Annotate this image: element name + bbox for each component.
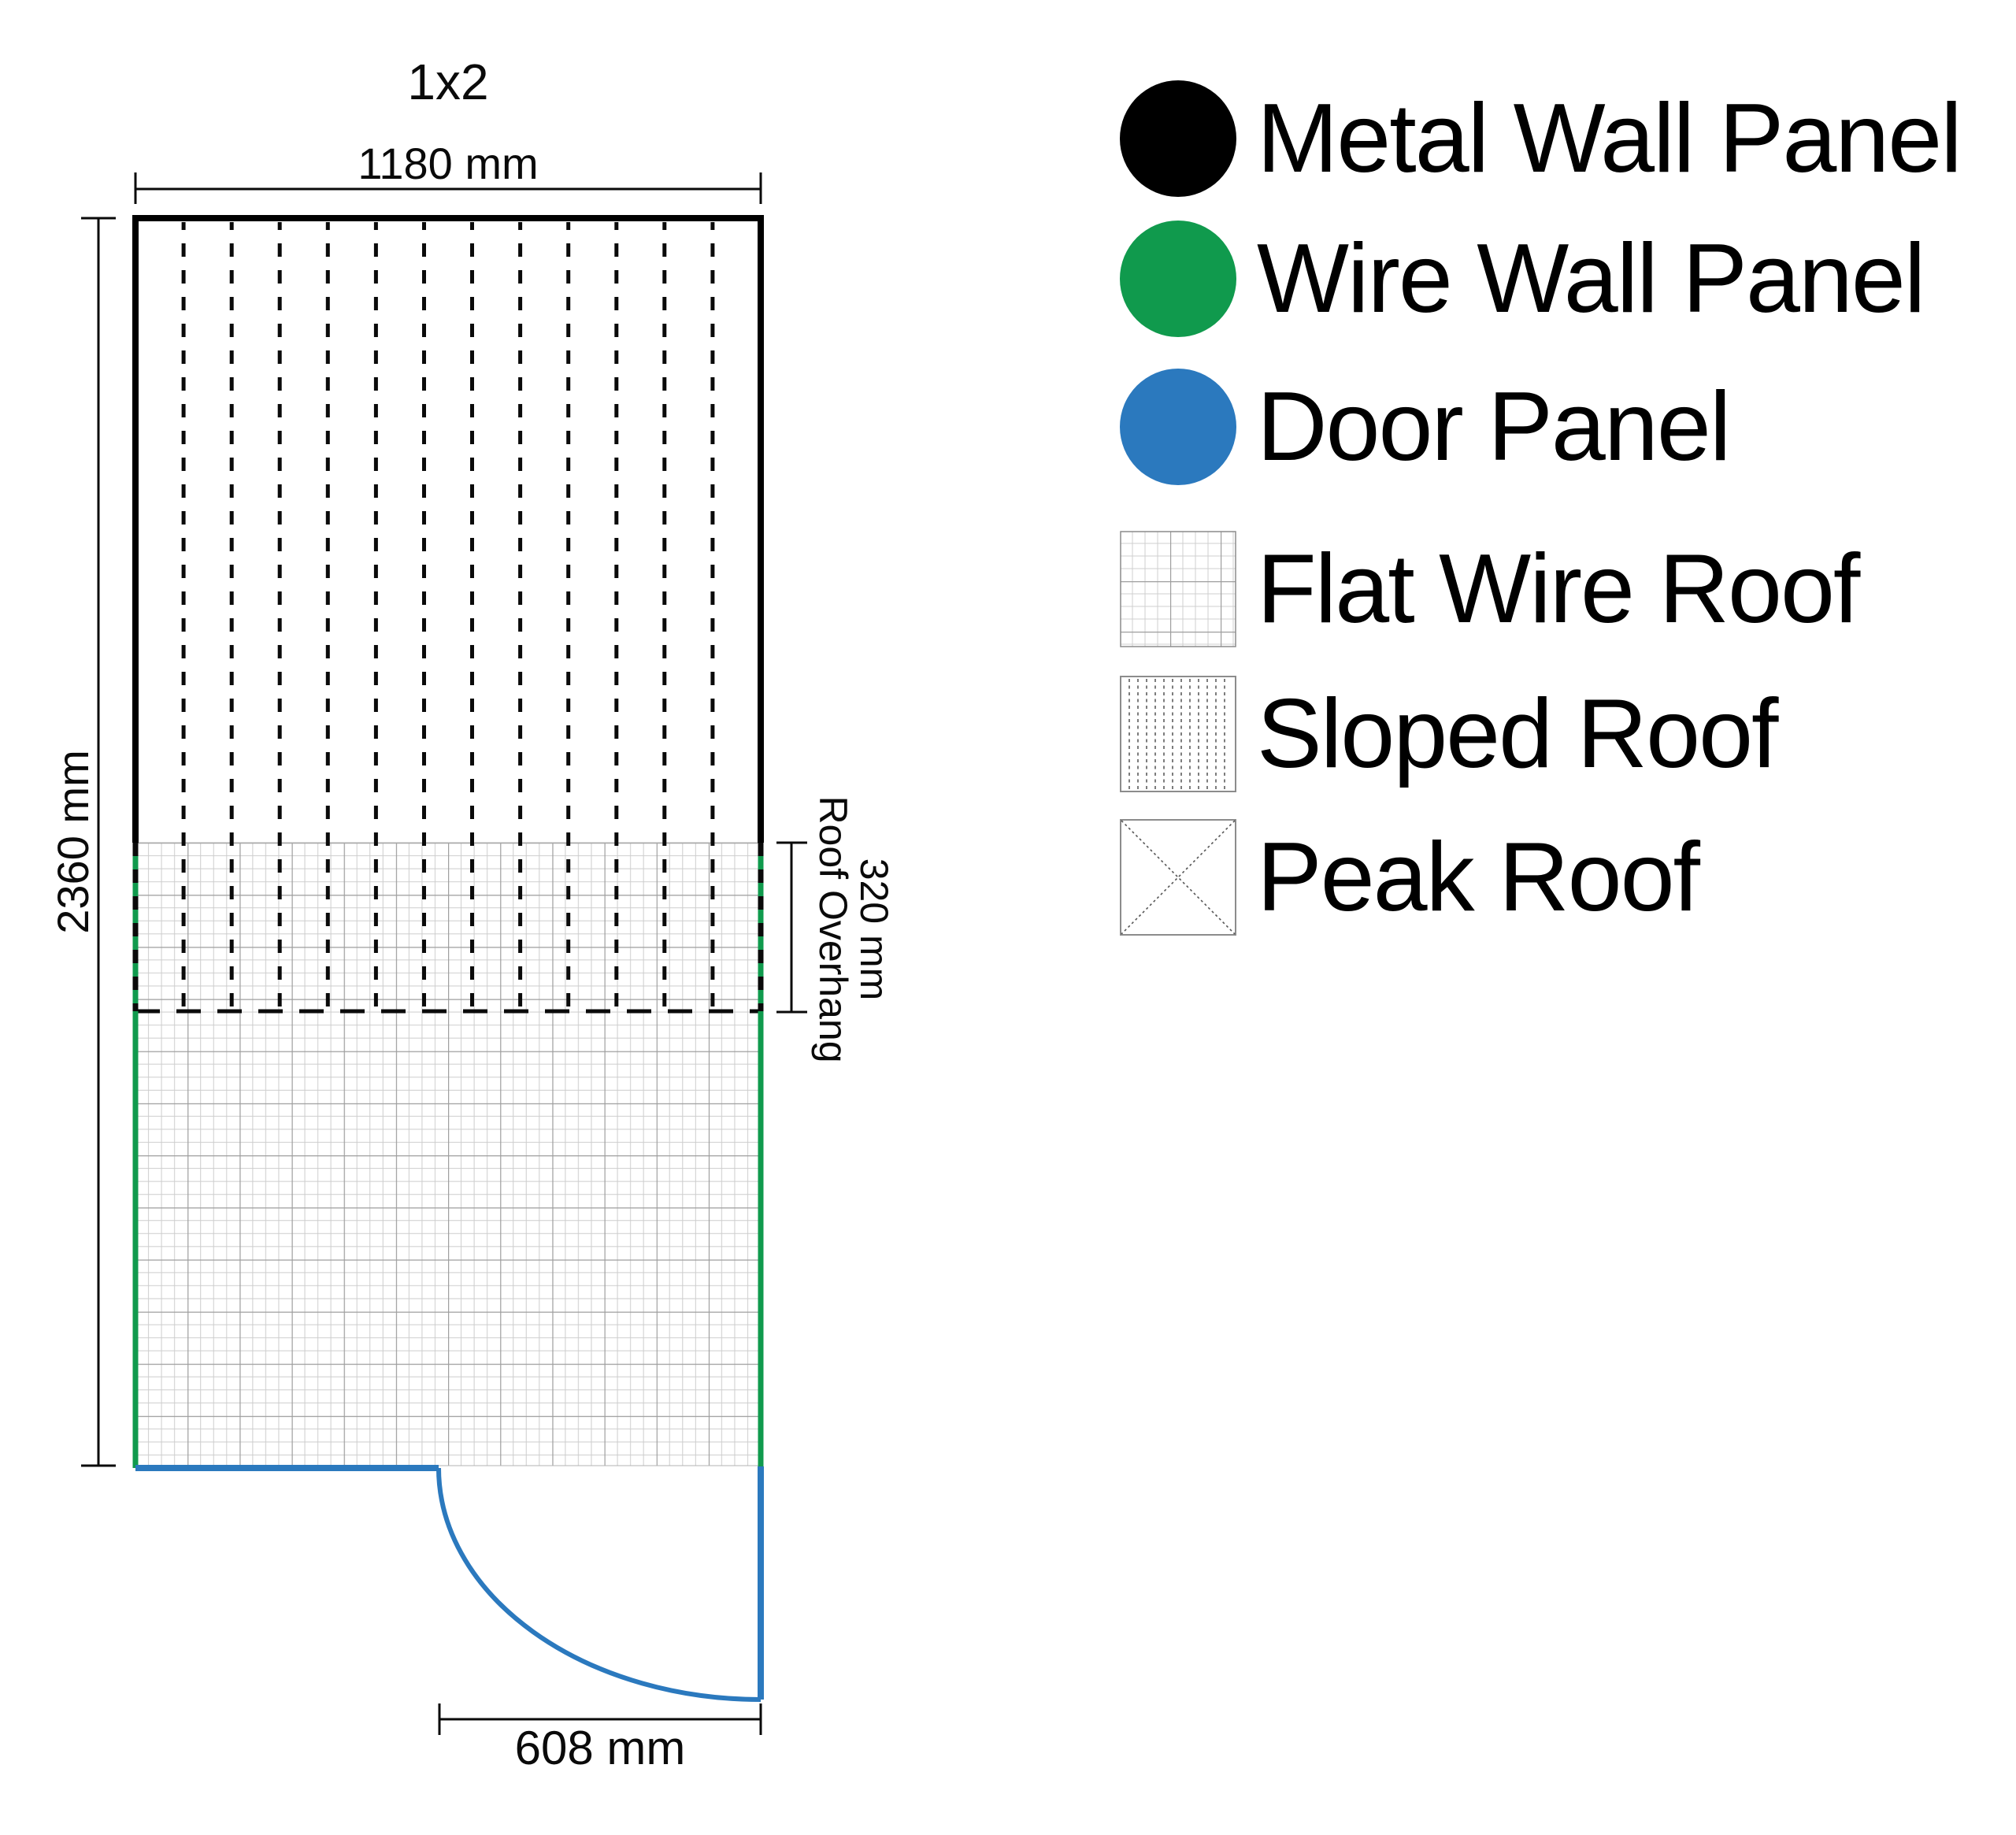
height-dimension-label: 2360 mm (48, 750, 98, 933)
legend-item-sloped-roof: Sloped Roof (1120, 676, 1778, 792)
legend-label: Peak Roof (1257, 823, 1700, 932)
legend-item-metal-wall-panel: Metal Wall Panel (1120, 80, 1962, 197)
legend-item-flat-wire-roof: Flat Wire Roof (1120, 531, 1860, 647)
flat-wire-roof-region (135, 842, 762, 1466)
flat-wire-roof-icon (1120, 531, 1236, 647)
door-swing-arc (436, 1467, 762, 1702)
dimension-lines (81, 172, 807, 1735)
legend-label: Wire Wall Panel (1257, 224, 1925, 333)
metal-wall-panel-icon (1120, 80, 1236, 197)
legend: Metal Wall Panel Wire Wall Panel Door Pa… (1120, 0, 2002, 1835)
metal-wall-outline (132, 215, 764, 843)
legend-label: Door Panel (1257, 373, 1731, 481)
door-dimension-label: 608 mm (515, 1722, 686, 1774)
overhang-dimension-label: 320 mm (852, 858, 896, 1001)
legend-label: Flat Wire Roof (1257, 535, 1860, 643)
legend-item-door-panel: Door Panel (1120, 369, 1731, 485)
legend-label: Metal Wall Panel (1257, 84, 1962, 193)
door-panel (135, 1465, 764, 1702)
sloped-roof-icon (1120, 676, 1236, 792)
wire-wall-edges (132, 843, 764, 1468)
legend-item-wire-wall-panel: Wire Wall Panel (1120, 221, 1925, 337)
plan-title: 1x2 (407, 54, 488, 110)
peak-roof-icon (1120, 819, 1236, 936)
door-panel-icon (1120, 369, 1236, 485)
sloped-roof-hatching (181, 222, 715, 1011)
legend-label: Sloped Roof (1257, 680, 1778, 788)
width-dimension-label: 1180 mm (358, 139, 538, 188)
legend-item-peak-roof: Peak Roof (1120, 819, 1700, 936)
overhang-text-label: Roof Overhang (811, 795, 855, 1062)
wire-wall-panel-icon (1120, 221, 1236, 337)
sloped-roof-edge-dashes (132, 843, 764, 1011)
